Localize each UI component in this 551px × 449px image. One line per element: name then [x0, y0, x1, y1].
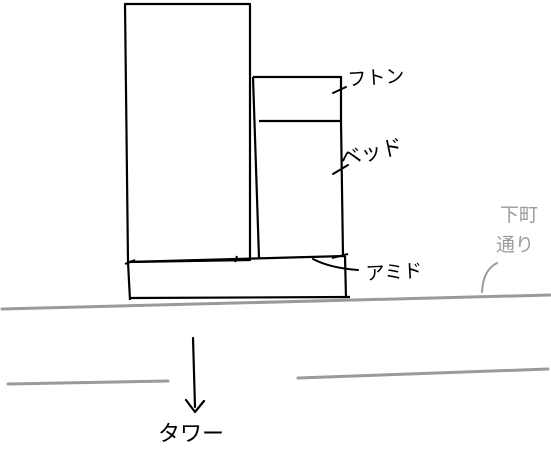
base-bar [129, 295, 351, 300]
bed-label: ベッド [338, 134, 405, 171]
futon-box [253, 75, 343, 123]
tower-label: タワー [158, 422, 224, 447]
street-label-line2: 通り [496, 234, 534, 256]
bed-box [251, 76, 345, 259]
bed-leader [332, 164, 349, 175]
street-label-line1: 下町 [500, 204, 538, 226]
road-lane-line-right [296, 367, 550, 380]
ami-leader [312, 258, 359, 271]
tower-arrow [184, 336, 206, 414]
tick-marks [124, 253, 349, 265]
ami-label: アミド [365, 260, 423, 285]
road-lane-line-left [6, 379, 170, 386]
base-bar-left-side [126, 261, 132, 301]
base-bar-right-side [343, 255, 348, 299]
tall-block [123, 2, 252, 264]
futon-label: フトン [347, 65, 405, 91]
street-label-leader [481, 262, 498, 293]
futon-leader [332, 86, 347, 94]
road-edge-line [0, 293, 551, 311]
